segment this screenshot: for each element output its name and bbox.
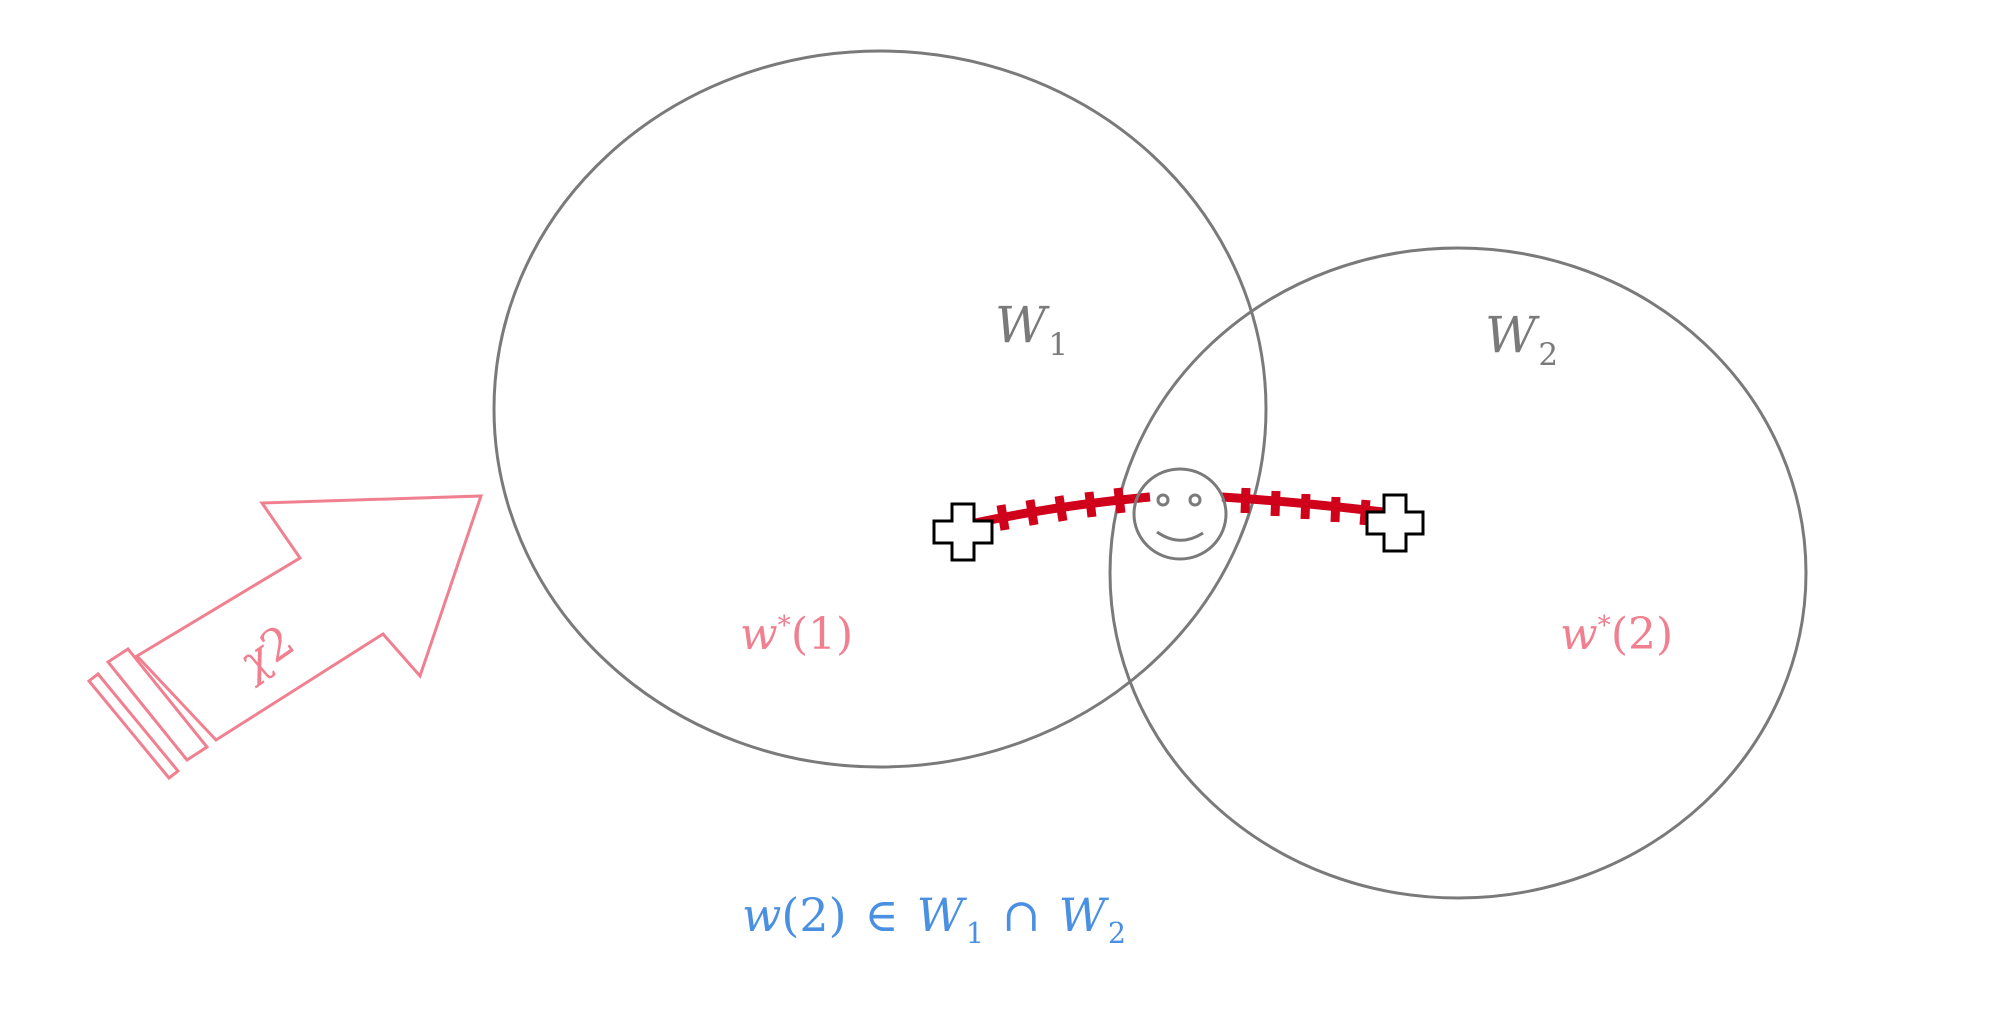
set-w2-symbol: W (1485, 306, 1537, 364)
optimum-2-symbol: w (1560, 609, 1598, 660)
formula-set1-symbol: W (916, 888, 964, 942)
intersection-formula: w(2)∈W1∩W2 (742, 892, 1126, 948)
set-w2-label: W2 (1485, 310, 1558, 371)
red-path-left (974, 487, 1151, 531)
optimum-2-arg: (2) (1610, 609, 1674, 660)
optimum-2-label: w*(2) (1560, 613, 1673, 657)
formula-set2-symbol: W (1058, 888, 1106, 942)
smiley-face-icon (1132, 467, 1228, 561)
formula-op: ∩ (1002, 888, 1041, 942)
optimum-1-label: w*(1) (740, 613, 853, 657)
fat-arrow-icon (86, 494, 484, 781)
optimum-1-star: * (777, 610, 791, 642)
formula-set2-sub: 2 (1107, 916, 1127, 950)
formula-lhs-symbol: w (742, 888, 782, 942)
cross-marker-icon-right (1365, 493, 1425, 553)
set-w1-ellipse (492, 49, 1268, 769)
formula-set1-sub: 1 (965, 916, 985, 950)
optimum-2-star: * (1597, 610, 1611, 642)
formula-relation: ∈ (864, 888, 899, 942)
set-w1-subscript: 1 (1048, 327, 1069, 364)
red-path-right (1221, 487, 1384, 526)
set-w2-subscript: 2 (1538, 337, 1559, 374)
cross-marker-icon-left (932, 502, 994, 562)
set-w2-ellipse (1108, 246, 1808, 900)
optimum-1-arg: (1) (790, 609, 854, 660)
formula-lhs-arg: (2) (781, 888, 847, 942)
optimum-1-symbol: w (740, 609, 778, 660)
set-w1-label: W1 (995, 300, 1068, 361)
set-w1-symbol: W (995, 296, 1047, 354)
